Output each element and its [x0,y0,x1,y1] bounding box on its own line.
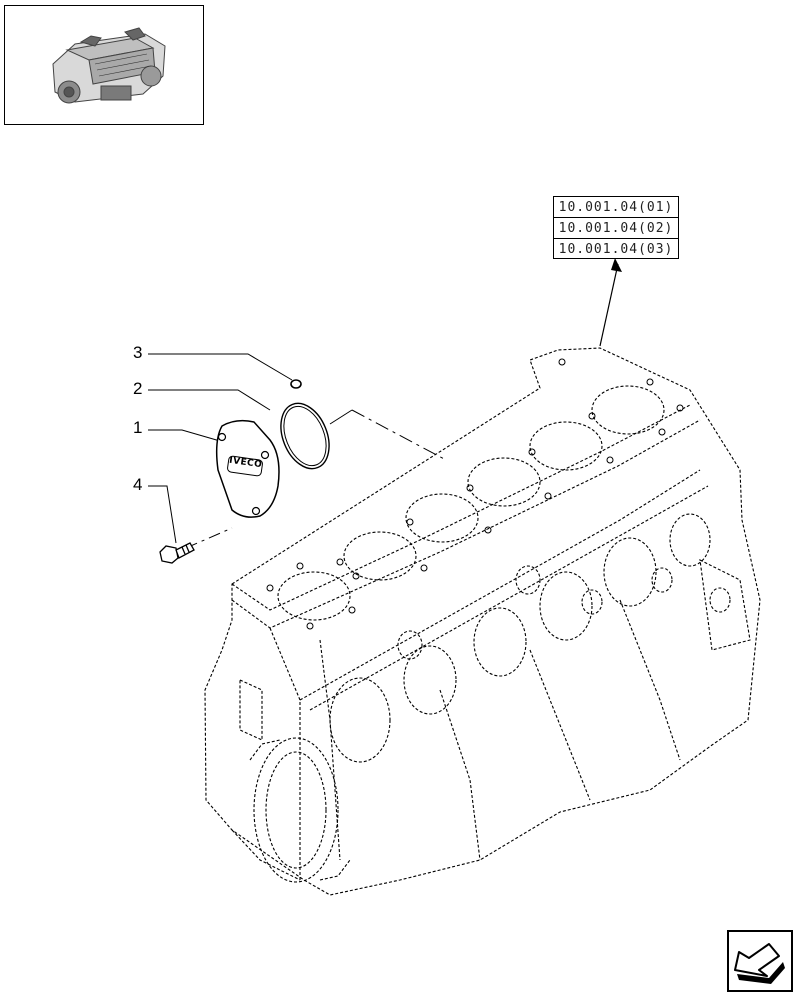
engine-thumbnail[interactable] [4,5,204,125]
cover-plate [215,419,280,518]
engine-block [204,347,761,896]
callout-1: 1 [133,418,143,437]
seal-ring [280,402,330,470]
next-page-button[interactable] [727,930,793,992]
reference-link[interactable]: 10.001.04(01) [554,197,678,218]
cylinder-bores [277,385,665,621]
next-page-arrow-icon [734,943,785,984]
assembly-centerline [185,409,447,549]
reference-link[interactable]: 10.001.04(02) [554,218,678,239]
deck-bolt-holes [266,358,684,630]
reference-arrowhead [611,258,622,272]
callout-2: 2 [133,379,143,398]
callout-4: 4 [133,475,143,494]
reference-arrow [599,263,619,347]
rear-seal-housing [249,737,351,883]
crankcase-bays [329,513,731,763]
engine-thumbnail-icon [52,27,166,104]
bolt [159,542,195,564]
leader-lines [148,353,293,544]
reference-link[interactable]: 10.001.04(03) [558,242,674,257]
reference-table: 10.001.04(01) 10.001.04(02) 10.001.04(03… [553,196,679,259]
small-o-ring [290,379,302,389]
callout-3: 3 [133,343,143,362]
